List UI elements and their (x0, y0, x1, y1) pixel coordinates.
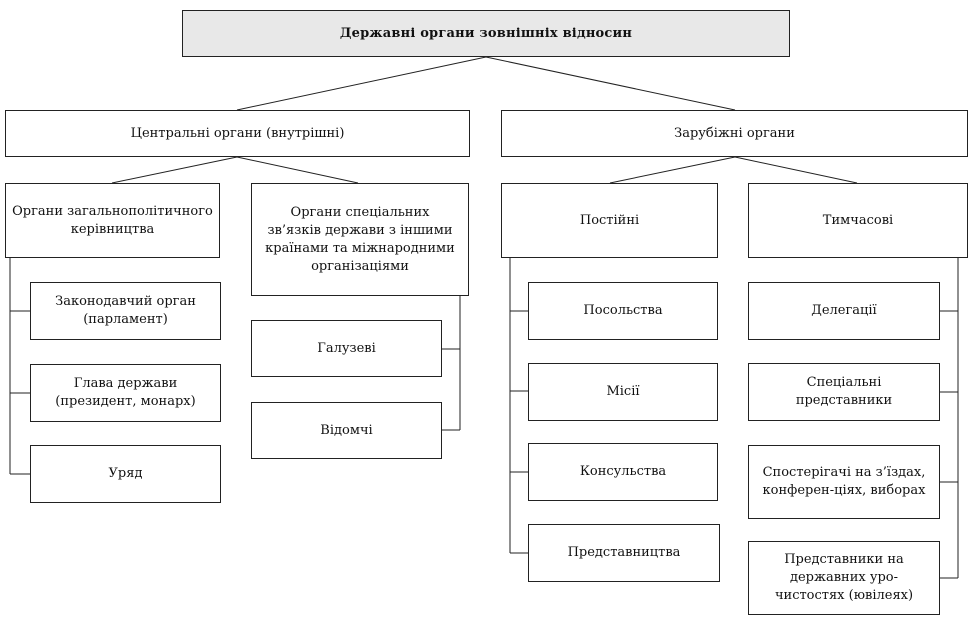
observers-box: Спостерігачі на з’їздах, конферен-ціях, … (748, 445, 940, 519)
central-organs-label: Центральні органи (внутрішні) (130, 125, 345, 141)
foreign-organs-label: Зарубіжні органи (674, 125, 795, 141)
missions-label: Місії (606, 384, 640, 399)
temporary-box: Тимчасові (748, 183, 968, 258)
head-of-state-label: Глава держави (президент, монарх) (55, 376, 196, 409)
diagram-title-text: Державні органи зовнішніх відносин (339, 25, 633, 41)
permanent-box: Постійні (501, 183, 718, 258)
representations-box: Представництва (528, 524, 720, 582)
permanent-label: Постійні (579, 212, 640, 228)
departmental-box: Відомчі (251, 402, 442, 459)
head-of-state-box: Глава держави (президент, монарх) (30, 364, 221, 422)
ceremony-representatives-box: Представники на державних уро-чистостях … (748, 541, 940, 615)
embassies-box: Посольства (528, 282, 718, 340)
observers-label: Спостерігачі на з’їздах, конферен-ціях, … (762, 465, 926, 498)
embassies-label: Посольства (583, 303, 663, 318)
sectoral-box: Галузеві (251, 320, 442, 377)
special-relations-label: Органи спеціальних зв’язків держави з ін… (265, 204, 455, 274)
missions-box: Місії (528, 363, 718, 421)
legislative-body-box: Законодавчий орган (парламент) (30, 282, 221, 340)
special-representatives-label: Спеціальні представники (795, 375, 893, 408)
departmental-label: Відомчі (320, 422, 373, 438)
central-organs-box: Центральні органи (внутрішні) (5, 110, 470, 157)
general-leadership-box: Органи загальнополітичного керівництва (5, 183, 220, 258)
delegations-box: Делегації (748, 282, 940, 340)
temporary-label: Тимчасові (822, 212, 894, 228)
ceremony-representatives-label: Представники на державних уро-чистостях … (774, 552, 914, 603)
legislative-body-label: Законодавчий орган (парламент) (55, 294, 196, 327)
general-leadership-label: Органи загальнополітичного керівництва (12, 203, 213, 237)
representations-label: Представництва (567, 545, 681, 560)
government-label: Уряд (108, 466, 143, 481)
consulates-label: Консульства (579, 464, 667, 479)
special-relations-box: Органи спеціальних зв’язків держави з ін… (251, 183, 469, 296)
foreign-organs-box: Зарубіжні органи (501, 110, 968, 157)
consulates-box: Консульства (528, 443, 718, 501)
special-representatives-box: Спеціальні представники (748, 363, 940, 421)
sectoral-label: Галузеві (317, 340, 376, 356)
diagram-title: Державні органи зовнішніх відносин (182, 10, 790, 57)
delegations-label: Делегації (811, 303, 877, 318)
government-box: Уряд (30, 445, 221, 503)
